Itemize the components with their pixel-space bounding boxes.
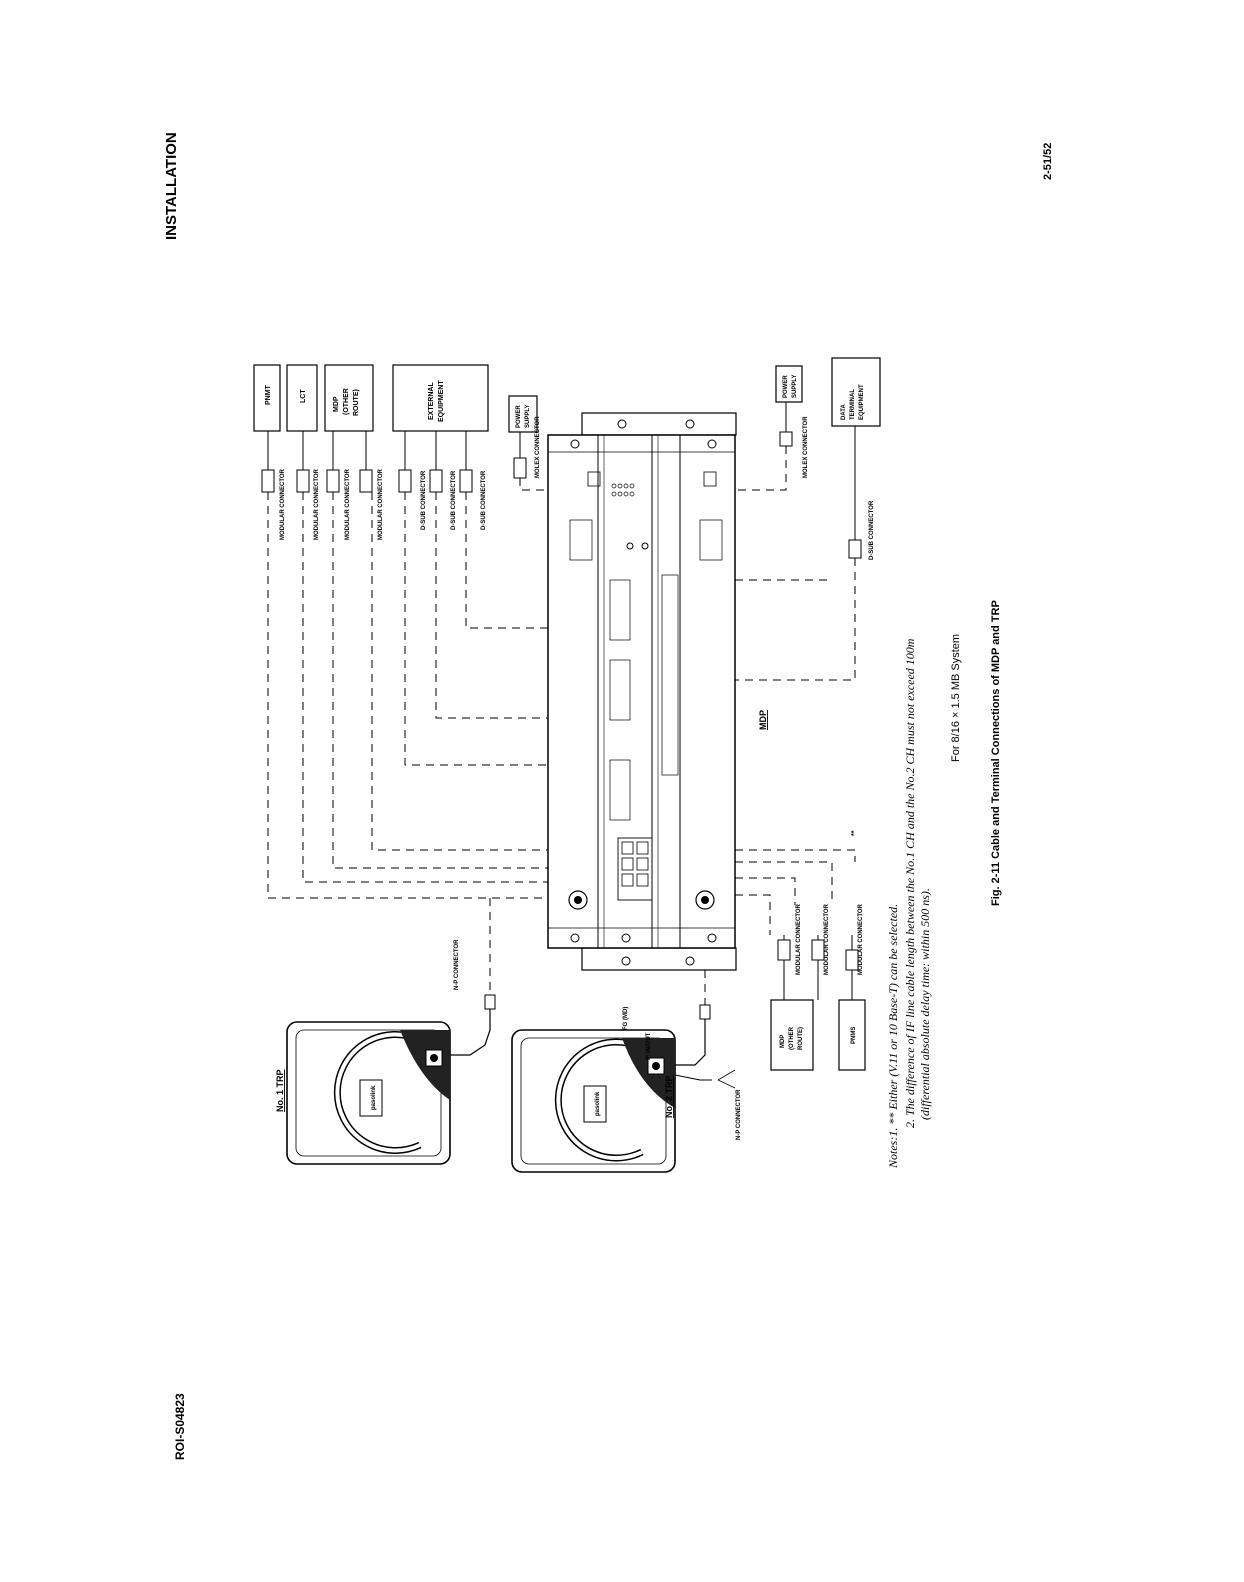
svg-text:D-SUB CONNECTOR: D-SUB CONNECTOR bbox=[869, 500, 875, 560]
svg-text:No. 1 TRP: No. 1 TRP bbox=[275, 1069, 285, 1112]
svg-text:pasolink: pasolink bbox=[371, 1085, 377, 1110]
svg-text:MDP: MDP bbox=[780, 1035, 786, 1048]
system-label: For 8/16 × 1.5 MB System bbox=[950, 633, 962, 762]
svg-text:(OTHER: (OTHER bbox=[343, 388, 350, 415]
svg-text:No. 2 TRP: No. 2 TRP bbox=[664, 1075, 674, 1118]
svg-text:MDP: MDP bbox=[758, 710, 768, 730]
svg-text:IF IN/OUT: IF IN/OUT bbox=[646, 1032, 652, 1060]
svg-text:MODULAR CONNECTOR: MODULAR CONNECTOR bbox=[824, 903, 830, 975]
svg-text:N-P CONNECTOR: N-P CONNECTOR bbox=[736, 1089, 742, 1140]
svg-text:MODULAR CONNECTOR: MODULAR CONNECTOR bbox=[796, 903, 802, 975]
power-supply-box-top: POWER SUPPLY bbox=[508, 395, 538, 433]
power-supply-box-bottom: POWER SUPPLY bbox=[775, 365, 803, 403]
mdp-other-route-box-top: MDP (OTHER ROUTE) bbox=[324, 364, 374, 432]
top-cables bbox=[267, 402, 856, 540]
svg-text:MOLEX CONNECTOR: MOLEX CONNECTOR bbox=[803, 416, 809, 478]
mdp-other-route-box-bottom: MDP (OTHER ROUTE) bbox=[770, 999, 814, 1071]
note-line-1: Notes:1. ** Either (V.11 or 10 Base-T) c… bbox=[886, 903, 900, 1168]
svg-text:LCT: LCT bbox=[300, 389, 307, 403]
figure-caption: Fig. 2-11 Cable and Terminal Connections… bbox=[990, 600, 1002, 906]
note-line-3: (differential absolute delay time: withi… bbox=[918, 888, 932, 1120]
pnmt-box: PNMT bbox=[253, 364, 281, 432]
svg-text:D-SUB CONNECTOR: D-SUB CONNECTOR bbox=[451, 470, 457, 530]
pnms-box: PNMS bbox=[838, 999, 866, 1071]
svg-text:SUPPLY: SUPPLY bbox=[525, 405, 531, 428]
svg-text:D-SUB CONNECTOR: D-SUB CONNECTOR bbox=[481, 470, 487, 530]
svg-text:EXTERNAL: EXTERNAL bbox=[428, 382, 435, 420]
svg-text:DATA: DATA bbox=[841, 404, 847, 420]
svg-text:D-SUB CONNECTOR: D-SUB CONNECTOR bbox=[421, 470, 427, 530]
lct-box: LCT bbox=[286, 364, 318, 432]
svg-text:**: ** bbox=[851, 830, 858, 836]
data-terminal-equipment-box: DATA TERMINAL EQUIPMENT bbox=[831, 357, 881, 427]
svg-text:(OTHER: (OTHER bbox=[789, 1026, 795, 1050]
external-equipment-box: EXTERNAL EQUIPMENT bbox=[392, 364, 489, 432]
note-line-2: 2. The difference of IF line cable lengt… bbox=[903, 638, 917, 1128]
svg-text:EQUIPMENT: EQUIPMENT bbox=[438, 380, 445, 422]
svg-text:POWER: POWER bbox=[516, 405, 522, 428]
svg-text:MDP: MDP bbox=[333, 396, 340, 412]
svg-text:FG (MD): FG (MD) bbox=[623, 1007, 629, 1030]
bottom-connector-labels: MODULAR CONNECTOR MODULAR CONNECTOR MODU… bbox=[796, 830, 864, 975]
svg-text:MODULAR CONNECTOR: MODULAR CONNECTOR bbox=[314, 468, 320, 540]
svg-text:N-P CONNECTOR: N-P CONNECTOR bbox=[454, 939, 460, 990]
svg-text:MODULAR CONNECTOR: MODULAR CONNECTOR bbox=[858, 903, 864, 975]
svg-text:TERMINAL: TERMINAL bbox=[850, 389, 856, 420]
svg-text:MOLEX CONNECTOR: MOLEX CONNECTOR bbox=[535, 416, 541, 478]
svg-text:SUPPLY: SUPPLY bbox=[792, 375, 798, 398]
svg-text:POWER: POWER bbox=[783, 375, 789, 398]
svg-text:pasolink: pasolink bbox=[595, 1091, 601, 1116]
connector-plugs bbox=[261, 431, 862, 559]
connector-labels: MODULAR CONNECTOR MODULAR CONNECTOR MODU… bbox=[280, 416, 875, 560]
svg-text:ROUTE): ROUTE) bbox=[798, 1027, 804, 1050]
svg-text:MODULAR CONNECTOR: MODULAR CONNECTOR bbox=[345, 468, 351, 540]
svg-text:EQUIPMENT: EQUIPMENT bbox=[859, 384, 865, 420]
trp-unit-2: pasolink No. 2 TRP FG (MD) IF IN/OUT N-P… bbox=[511, 1004, 742, 1173]
dashed-wiring bbox=[267, 446, 856, 1010]
svg-text:ROUTE): ROUTE) bbox=[353, 389, 360, 416]
bottom-plugs bbox=[777, 939, 859, 971]
svg-text:PNMS: PNMS bbox=[851, 1027, 857, 1044]
svg-text:MODULAR CONNECTOR: MODULAR CONNECTOR bbox=[378, 468, 384, 540]
svg-text:PNMT: PNMT bbox=[265, 384, 272, 405]
svg-text:MODULAR CONNECTOR: MODULAR CONNECTOR bbox=[280, 468, 286, 540]
trp-unit-1: pasolink No. 1 TRP N-P CONNECTOR bbox=[275, 939, 496, 1165]
mdp-rack: MDP bbox=[547, 412, 768, 971]
